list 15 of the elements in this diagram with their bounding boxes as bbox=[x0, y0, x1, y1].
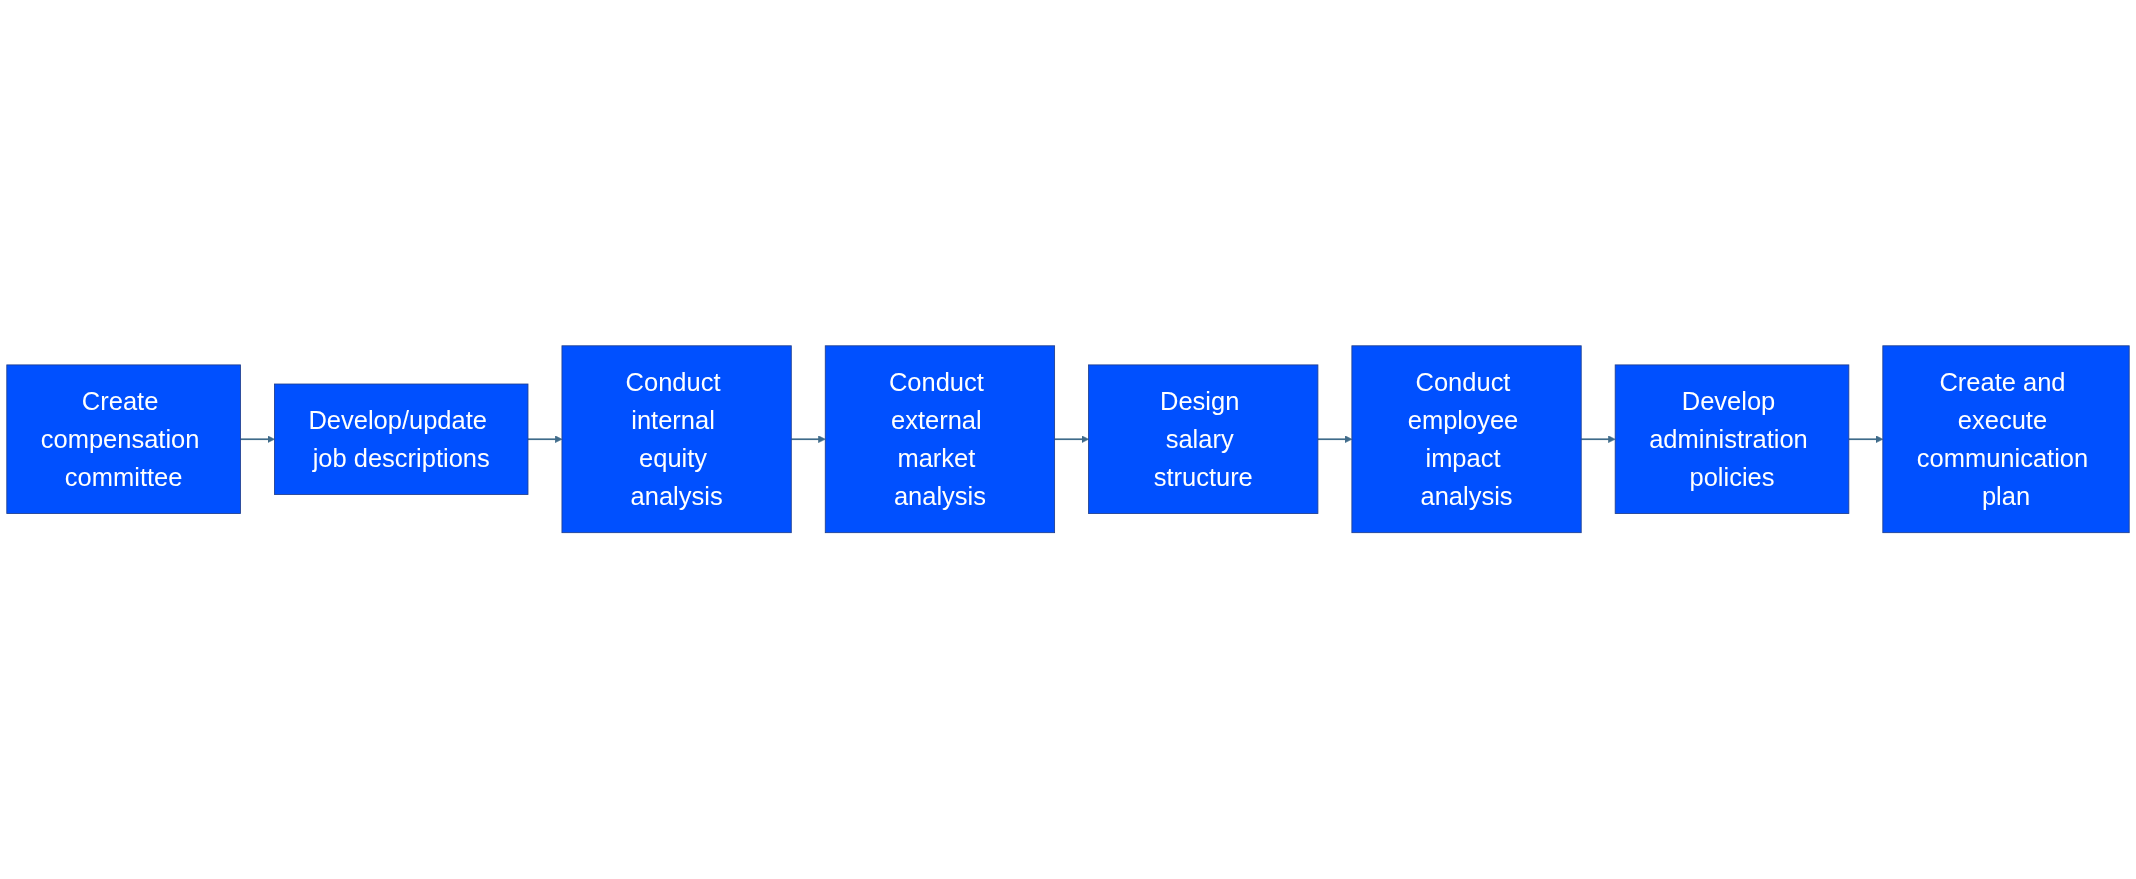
node-box: Conduct external market analysis bbox=[824, 345, 1056, 534]
arrow bbox=[1848, 435, 1884, 444]
arrow bbox=[1317, 435, 1353, 444]
node-box: Develop/update job descriptions bbox=[274, 383, 529, 496]
arrow bbox=[239, 435, 275, 444]
node-box: Conduct employee impact analysis bbox=[1351, 345, 1582, 534]
arrow bbox=[527, 435, 563, 444]
arrow bbox=[1580, 435, 1616, 444]
arrow bbox=[1053, 435, 1089, 444]
node-box: Create compensation committee bbox=[6, 364, 241, 515]
node-box: Conduct internal equity analysis bbox=[561, 345, 792, 534]
node-box: Design salary structure bbox=[1088, 364, 1319, 515]
arrow bbox=[790, 435, 826, 444]
node-box: Develop administration policies bbox=[1614, 364, 1850, 515]
node-box: Create and execute communication plan bbox=[1882, 345, 2130, 534]
